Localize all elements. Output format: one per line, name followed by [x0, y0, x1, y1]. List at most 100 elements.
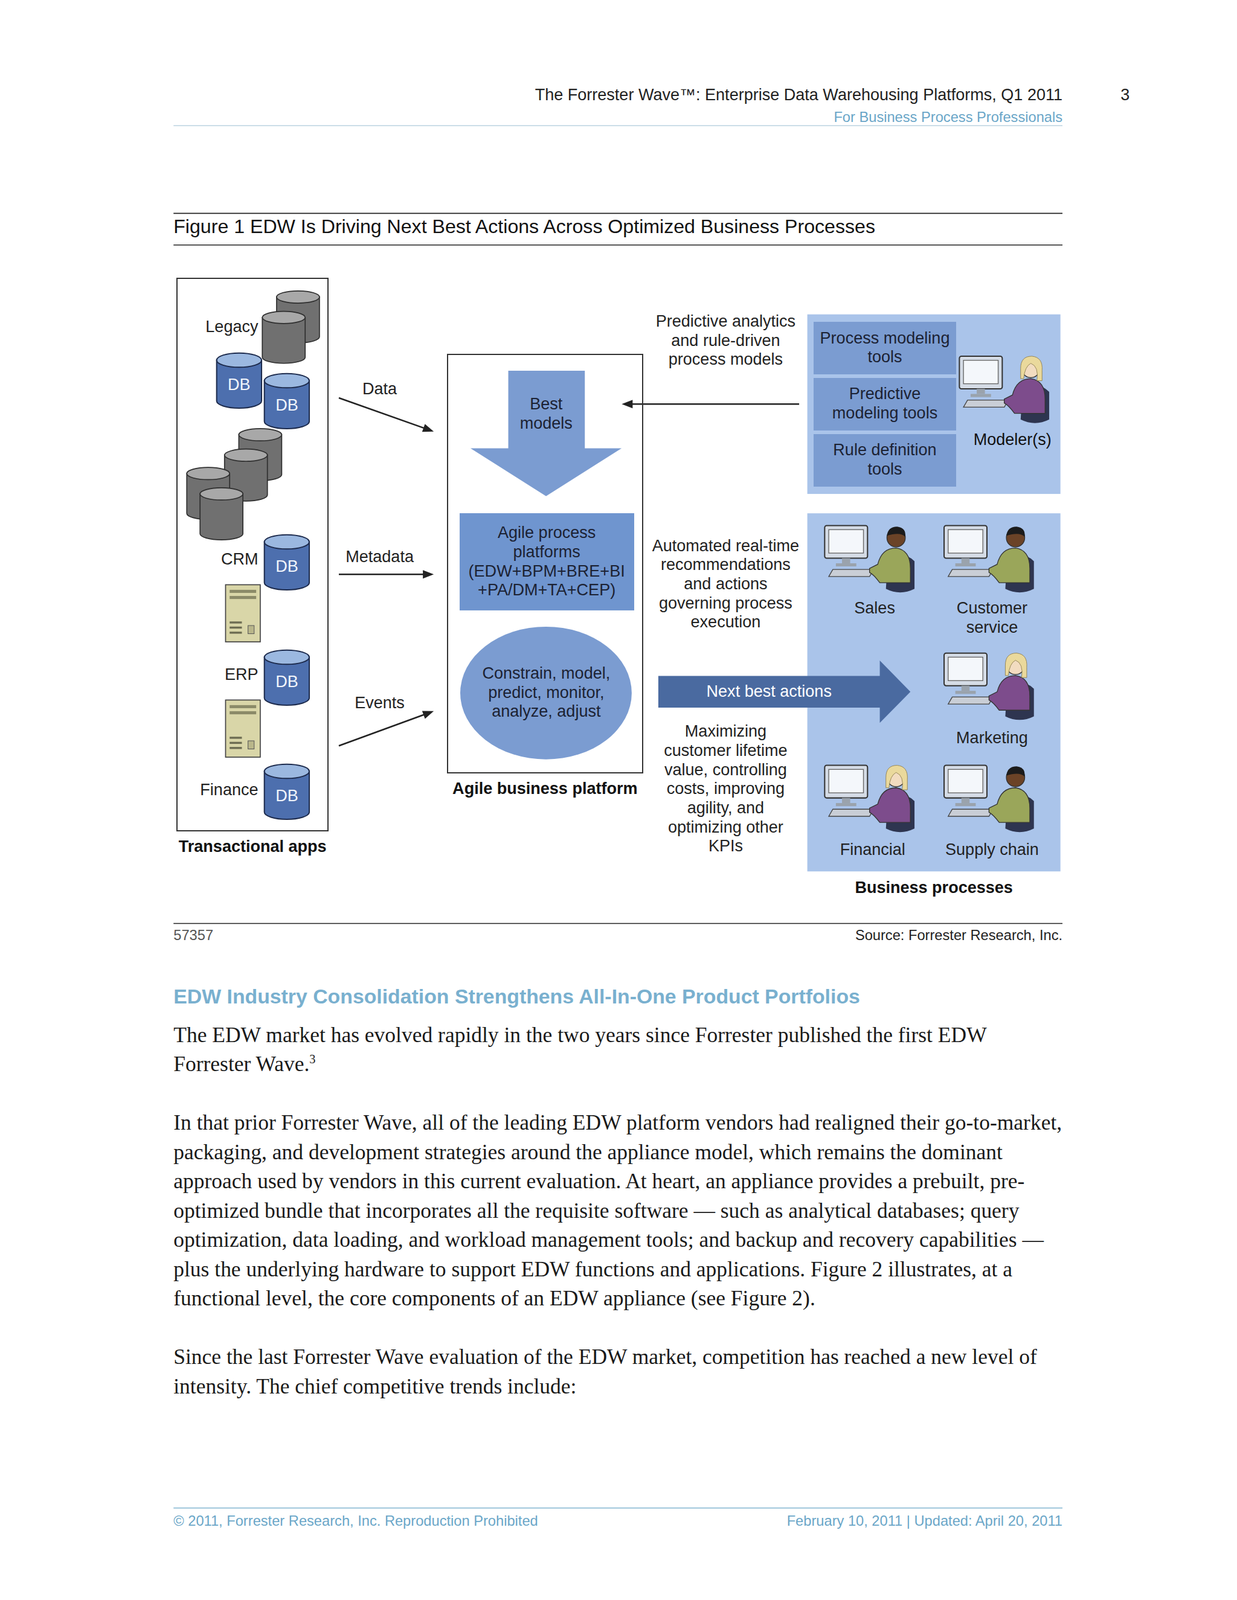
edge-label-text: Events: [354, 694, 405, 713]
paragraph: Since the last Forrester Wave evaluation…: [173, 1342, 1067, 1402]
text-label: Sales: [834, 599, 916, 619]
person-icon: [824, 765, 915, 833]
block-arrow: [658, 660, 911, 723]
connector-line: [338, 714, 425, 746]
group-heading: Transactional apps: [177, 837, 328, 858]
server-icon: [225, 584, 260, 643]
group-heading: Business processes: [807, 878, 1061, 899]
gray-database: [199, 488, 243, 540]
page-header: For Business Process Professionals: [449, 109, 1063, 127]
page-footer: © 2011, Forrester Research, Inc. Reprodu…: [173, 1513, 538, 1531]
text-label: CRM: [176, 550, 258, 570]
arrow-head: [422, 570, 434, 579]
platform-box: Agile business platformBest modelsAgile …: [446, 353, 643, 774]
shape-label: Constrain, model, predict, monitor, anal…: [474, 661, 618, 725]
paragraph-text: The EDW market has evolved rapidly in th…: [173, 1023, 987, 1077]
tool-box: Process modeling tools: [813, 321, 957, 375]
figure-title: Figure 1 EDW Is Driving Next Best Action…: [173, 216, 876, 238]
server-icon: [225, 700, 260, 758]
tool-box: Predictive modeling tools: [813, 378, 957, 431]
text-label: Supply chain: [930, 840, 1054, 861]
db-label: DB: [263, 774, 311, 810]
edge-label-text: Next best actions: [706, 682, 832, 702]
edge-label-text: Metadata: [345, 547, 414, 566]
page-footer: February 10, 2011 | Updated: April 20, 2…: [347, 1513, 1063, 1531]
text-label: ERP: [176, 665, 258, 685]
ellipse-fill: [460, 626, 632, 760]
role-label: Modeler(s): [965, 430, 1060, 450]
text-label: Maximizing customer lifetime value, cont…: [649, 722, 803, 856]
database-cylinder: DB: [215, 352, 263, 410]
page-header: The Forrester Wave™: Enterprise Data War…: [143, 85, 1063, 106]
process-ellipse: Constrain, model, predict, monitor, anal…: [460, 626, 632, 760]
best-models-arrow: Best models: [470, 370, 622, 497]
connector: [338, 710, 434, 746]
arrow-head: [422, 710, 434, 719]
connector: [338, 398, 434, 432]
edge-label: Predictive analytics and rule-driven pro…: [649, 312, 803, 370]
arrow-shape: [470, 370, 622, 497]
box-label: Agile process platforms (EDW+BPM+BRE+BI …: [462, 520, 632, 604]
database-cylinder: DB: [263, 763, 311, 821]
edge-label: Data: [349, 379, 411, 400]
figure-rule: [173, 923, 1063, 925]
person-icon: [824, 525, 915, 593]
database-cylinder: DB: [263, 372, 311, 431]
paragraph: The EDW market has evolved rapidly in th…: [173, 1020, 1067, 1080]
db-label: DB: [263, 660, 311, 696]
box-label: Process modeling tools: [815, 325, 955, 370]
down-arrow: [470, 370, 622, 497]
business-panel: Business processes: [807, 513, 1061, 872]
cylinder-top: [264, 535, 310, 550]
box-label: Rule definition tools: [815, 437, 955, 482]
arrow-head: [621, 399, 633, 409]
connector-line: [338, 398, 425, 429]
database-cylinder: DB: [263, 649, 311, 707]
figure-rule: [173, 244, 1063, 246]
page-header: 3: [1120, 85, 1130, 106]
box-label: Predictive modeling tools: [815, 381, 955, 426]
paragraph-text: Since the last Forrester Wave evaluation…: [173, 1345, 1037, 1399]
text-label: Source: Forrester Research, Inc.: [449, 927, 1063, 945]
text-label: EDW Industry Consolidation Strengthens A…: [173, 985, 861, 1010]
arrow-head: [422, 424, 434, 432]
gray-database: [262, 311, 306, 364]
panel-fill: [807, 314, 1061, 495]
connector-line: [631, 403, 800, 406]
db-label: DB: [215, 363, 263, 399]
person-icon: [959, 356, 1050, 424]
cylinder-top: [216, 353, 262, 368]
cylinder-top: [264, 764, 310, 780]
paragraph-text: In that prior Forrester Wave, all of the…: [173, 1110, 1062, 1311]
body-text: The EDW market has evolved rapidly in th…: [173, 1020, 1067, 1431]
figure-rule: [173, 212, 1063, 214]
connector: [621, 399, 800, 409]
process-box: Agile process platforms (EDW+BPM+BRE+BI …: [459, 513, 635, 611]
shape-label: Best models: [507, 395, 585, 434]
db-label: DB: [263, 545, 311, 580]
arrow-label: Next best actions: [658, 676, 881, 708]
edge-label-text: Data: [362, 379, 397, 399]
connector: [338, 570, 434, 579]
group-heading: Agile business platform: [448, 779, 642, 800]
cylinder-top: [264, 373, 310, 389]
text-label: Legacy: [176, 317, 258, 338]
footer-rule: [173, 1508, 1063, 1510]
db-label: DB: [263, 384, 311, 419]
cylinder-top: [264, 650, 310, 666]
footnote-ref: 3: [309, 1052, 316, 1067]
text-label: 57357: [173, 927, 214, 945]
text-label: Financial: [821, 840, 924, 861]
person-icon: [944, 653, 1035, 721]
edge-label: Events: [343, 694, 415, 714]
text-label: Marketing: [936, 729, 1049, 749]
edge-label: Metadata: [334, 547, 426, 568]
paragraph: In that prior Forrester Wave, all of the…: [173, 1108, 1067, 1314]
person-icon: [944, 525, 1035, 593]
connector-line: [338, 573, 425, 576]
text-label: Finance: [176, 780, 258, 801]
person-icon: [944, 765, 1035, 833]
modeler-panel: Modeler(s) Process modeling toolsPredicti…: [807, 314, 1061, 494]
connector: [658, 660, 911, 723]
